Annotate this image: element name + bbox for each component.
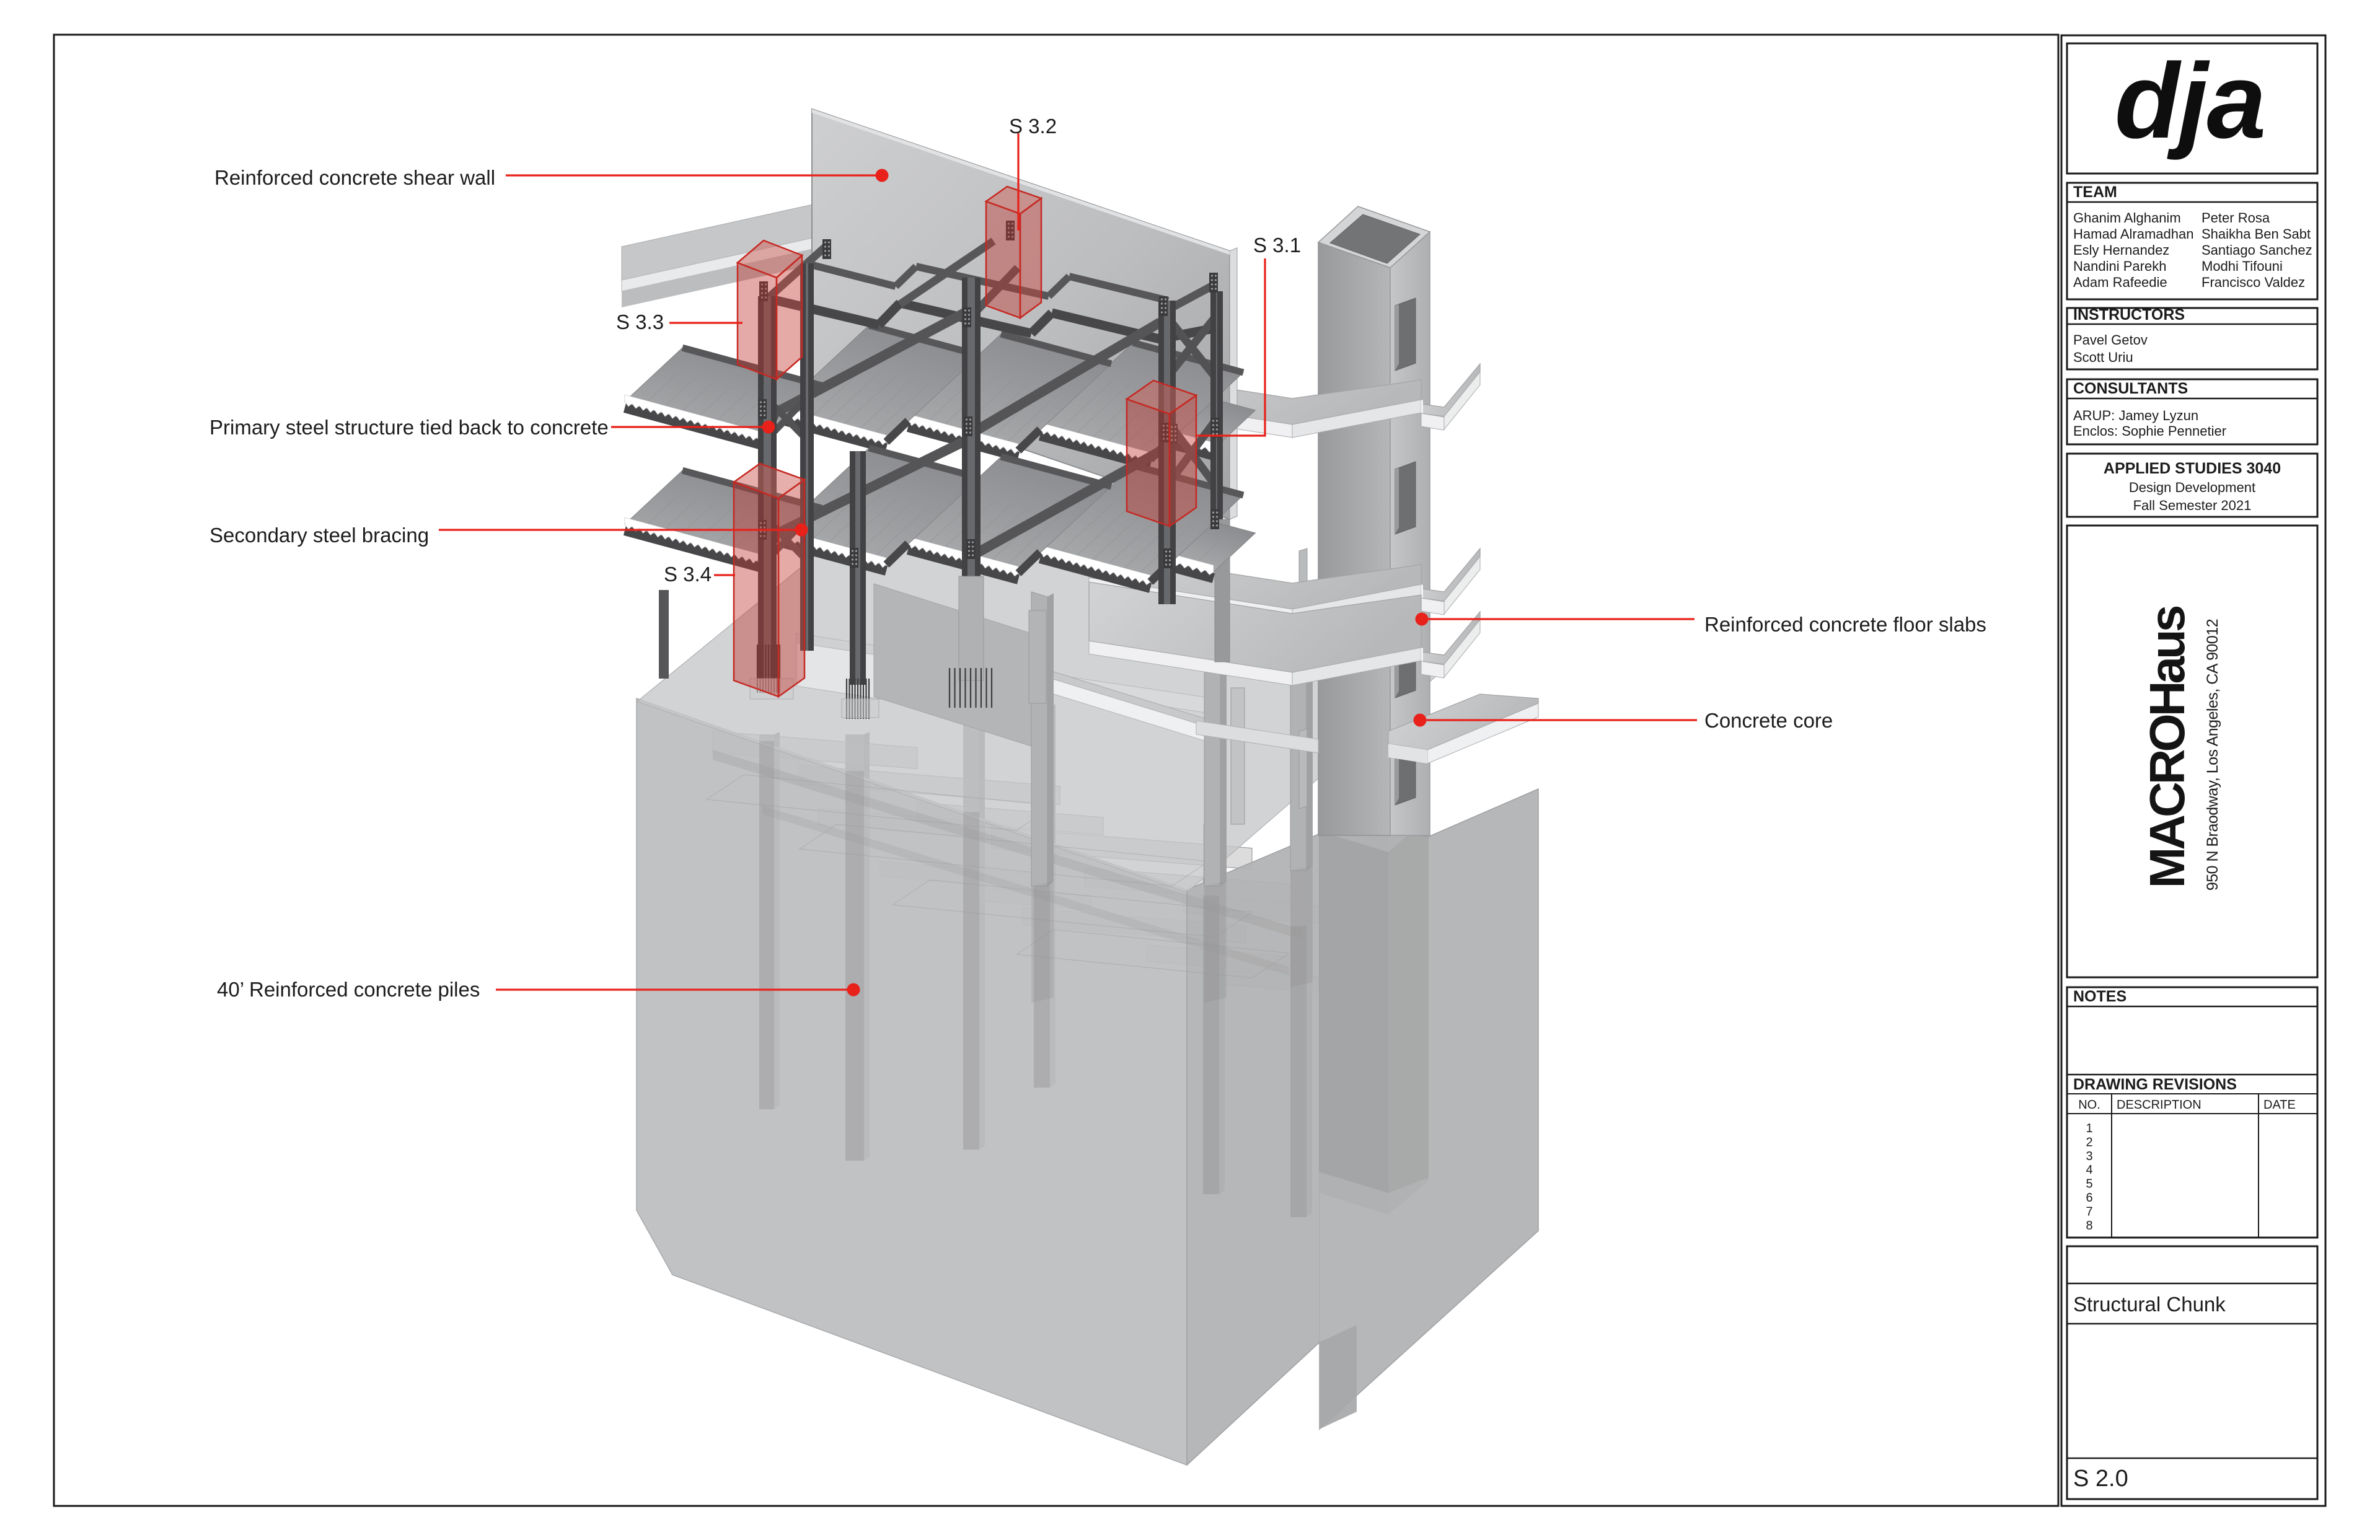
svg-text:DRAWING REVISIONS: DRAWING REVISIONS — [2073, 1076, 2237, 1093]
svg-text:8: 8 — [2086, 1219, 2092, 1233]
svg-text:S 2.0: S 2.0 — [2073, 1466, 2128, 1492]
svg-text:2: 2 — [2086, 1135, 2092, 1149]
svg-text:40’ Reinforced concrete piles: 40’ Reinforced concrete piles — [217, 978, 480, 1001]
svg-text:Reinforced concrete floor slab: Reinforced concrete floor slabs — [1704, 613, 1986, 636]
svg-text:Scott Uriu: Scott Uriu — [2073, 350, 2133, 365]
svg-text:Ghanim Alghanim: Ghanim Alghanim — [2073, 210, 2181, 226]
svg-text:NO.: NO. — [2078, 1098, 2100, 1112]
svg-text:Concrete core: Concrete core — [1704, 709, 1833, 732]
svg-text:S 3.3: S 3.3 — [616, 310, 664, 333]
svg-text:S 3.1: S 3.1 — [1253, 234, 1301, 257]
svg-text:DESCRIPTION: DESCRIPTION — [2117, 1098, 2202, 1112]
svg-text:5: 5 — [2086, 1177, 2092, 1191]
svg-text:Secondary steel bracing: Secondary steel bracing — [209, 524, 429, 547]
svg-text:Santiago Sanchez: Santiago Sanchez — [2202, 242, 2312, 258]
svg-text:Design Development: Design Development — [2129, 480, 2255, 495]
svg-text:S 3.4: S 3.4 — [664, 563, 712, 586]
svg-text:dja: dja — [2115, 42, 2265, 161]
svg-text:Peter Rosa: Peter Rosa — [2202, 210, 2270, 226]
svg-text:Esly Hernandez: Esly Hernandez — [2073, 242, 2169, 258]
svg-text:Fall Semester 2021: Fall Semester 2021 — [2133, 498, 2252, 513]
svg-text:Nandini Parekh: Nandini Parekh — [2073, 258, 2166, 274]
svg-text:1: 1 — [2086, 1122, 2092, 1135]
svg-text:Adam Rafeedie: Adam Rafeedie — [2073, 275, 2167, 290]
svg-text:TEAM: TEAM — [2073, 183, 2117, 201]
svg-text:Structural Chunk: Structural Chunk — [2073, 1293, 2226, 1316]
svg-text:S 3.2: S 3.2 — [1009, 115, 1057, 138]
svg-text:CONSULTANTS: CONSULTANTS — [2073, 380, 2188, 397]
svg-text:Hamad Alramadhan: Hamad Alramadhan — [2073, 226, 2193, 242]
svg-text:DATE: DATE — [2263, 1098, 2296, 1112]
svg-text:Reinforced concrete shear wall: Reinforced concrete shear wall — [214, 166, 495, 189]
svg-text:Francisco Valdez: Francisco Valdez — [2202, 275, 2305, 290]
svg-text:7: 7 — [2086, 1205, 2092, 1218]
svg-text:Modhi Tifouni: Modhi Tifouni — [2202, 258, 2283, 274]
svg-text:INSTRUCTORS: INSTRUCTORS — [2073, 306, 2185, 323]
svg-text:Primary steel structure tied b: Primary steel structure tied back to con… — [209, 416, 609, 439]
svg-text:6: 6 — [2086, 1191, 2092, 1205]
svg-text:4: 4 — [2086, 1163, 2092, 1177]
svg-text:ARUP: Jamey Lyzun: ARUP: Jamey Lyzun — [2073, 408, 2198, 423]
svg-text:Shaikha Ben Sabt: Shaikha Ben Sabt — [2202, 226, 2311, 242]
svg-text:Pavel Getov: Pavel Getov — [2073, 332, 2148, 348]
svg-text:3: 3 — [2086, 1150, 2092, 1163]
svg-text:APPLIED STUDIES 3040: APPLIED STUDIES 3040 — [2104, 460, 2281, 477]
svg-text:MACROHaus: MACROHaus — [2140, 606, 2195, 888]
svg-text:950 N Braodway, Los Angeles, C: 950 N Braodway, Los Angeles, CA 90012 — [2204, 619, 2221, 891]
svg-text:NOTES: NOTES — [2073, 988, 2127, 1005]
svg-text:Enclos: Sophie Pennetier: Enclos: Sophie Pennetier — [2073, 423, 2226, 439]
